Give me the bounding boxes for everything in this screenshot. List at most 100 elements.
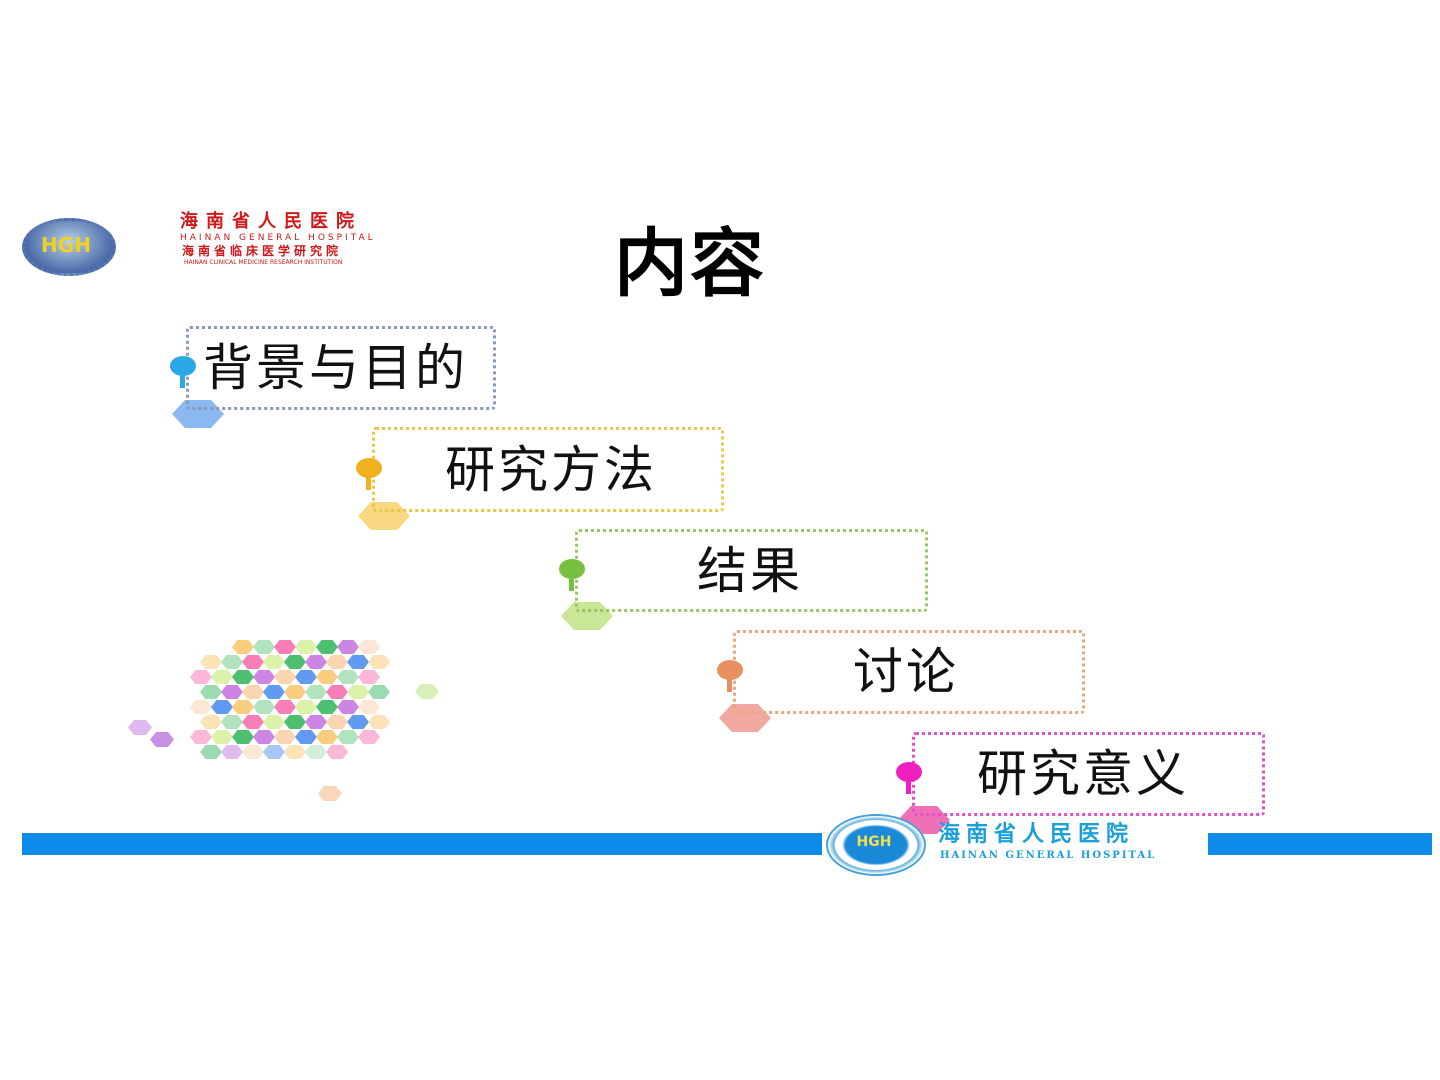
hexagon-decoration (190, 730, 212, 744)
slide-title: 内容 (614, 221, 766, 307)
contents-item-label: 研究意义 (977, 745, 1189, 803)
hexagon-decoration (284, 655, 306, 669)
hexagon-decoration (305, 655, 327, 669)
seal-text: HGH (856, 834, 892, 850)
hexagon-decoration (295, 670, 317, 684)
hexagon-decoration (242, 655, 264, 669)
footer-hospital-name-en: HAINAN GENERAL HOSPITAL (940, 850, 1157, 861)
hexagon-decoration (242, 685, 264, 699)
hexagon-decoration (242, 715, 264, 729)
hexagon-decoration (232, 730, 254, 744)
hexagon-decoration (326, 685, 348, 699)
hexagon-decoration (221, 745, 243, 759)
hexagon-decoration (347, 685, 369, 699)
hexagon-decoration (295, 730, 317, 744)
bullet-stem (366, 475, 371, 490)
hospital-name-cn: 海南省人民医院 (180, 211, 362, 232)
hexagon-decoration (200, 745, 222, 759)
hexagon-decoration (284, 685, 306, 699)
bullet-icon (717, 660, 743, 680)
hexagon-decoration (253, 700, 275, 714)
hexagon-decoration (263, 715, 285, 729)
hexagon-decoration (128, 720, 152, 735)
hexagon-decoration (211, 730, 233, 744)
hexagon-decoration (326, 715, 348, 729)
hexagon-decoration (368, 715, 390, 729)
hexagon-decoration (263, 655, 285, 669)
hexagon-decoration (232, 670, 254, 684)
hospital-name-en: HAINAN GENERAL HOSPITAL (180, 233, 376, 243)
hexagon-decoration (274, 640, 296, 654)
hexagon-decoration (316, 670, 338, 684)
hexagon-decoration (305, 715, 327, 729)
hexagon-decoration (358, 670, 380, 684)
hexagon-decoration (263, 685, 285, 699)
hospital-emblem (22, 218, 116, 276)
contents-item-label: 背景与目的 (203, 339, 468, 397)
hexagon-decoration (253, 640, 275, 654)
hexagon-decoration (561, 602, 613, 630)
hexagon-decoration (221, 655, 243, 669)
hexagon-decoration (211, 670, 233, 684)
hexagon-decoration (316, 700, 338, 714)
hexagon-decoration (253, 730, 275, 744)
footer-bar-left (22, 833, 822, 855)
hexagon-decoration (326, 745, 348, 759)
hexagon-decoration (253, 670, 275, 684)
hexagon-decoration (347, 655, 369, 669)
emblem-text: HGH (41, 233, 91, 257)
bullet-stem (906, 780, 911, 794)
hexagon-decoration (274, 700, 296, 714)
contents-item-label: 结果 (697, 541, 803, 600)
hospital-seal-logo (826, 814, 926, 876)
hexagon-decoration (316, 730, 338, 744)
hexagon-decoration (316, 640, 338, 654)
hexagon-decoration (221, 715, 243, 729)
hexagon-decoration (368, 655, 390, 669)
hexagon-decoration (347, 715, 369, 729)
contents-item-label: 讨论 (853, 643, 959, 701)
bullet-icon (356, 457, 382, 478)
contents-item-label: 研究方法 (445, 440, 657, 499)
hexagon-decoration (415, 684, 439, 699)
hexagon-decoration (358, 730, 380, 744)
hexagon-decoration (190, 700, 212, 714)
hexagon-decoration (295, 700, 317, 714)
hexagon-decoration (337, 670, 359, 684)
bullet-stem (569, 576, 574, 591)
bullet-stem (180, 374, 185, 388)
hexagon-decoration (274, 670, 296, 684)
bullet-icon (170, 356, 196, 376)
hexagon-decoration (719, 704, 771, 732)
institute-name-en: HAINAN CLINICAL MEDICINE RESEARCH INSTIT… (184, 259, 343, 266)
footer-hospital-name-cn: 海南省人民医院 (938, 821, 1135, 847)
hexagon-decoration (263, 745, 285, 759)
institute-name-cn: 海南省临床医学研究院 (182, 244, 343, 258)
hexagon-decoration (295, 640, 317, 654)
hexagon-decoration (232, 640, 254, 654)
bullet-icon (559, 558, 585, 579)
hexagon-decoration (358, 700, 380, 714)
hexagon-decoration (318, 786, 342, 801)
hexagon-decoration (242, 745, 264, 759)
hexagon-decoration (358, 640, 380, 654)
hexagon-decoration (337, 640, 359, 654)
hexagon-decoration (337, 730, 359, 744)
hexagon-decoration (326, 655, 348, 669)
hexagon-decoration (211, 700, 233, 714)
hexagon-decoration (274, 730, 296, 744)
hexagon-decoration (305, 685, 327, 699)
footer-bar-right (1208, 833, 1432, 855)
hexagon-decoration (284, 745, 306, 759)
hexagon-decoration (200, 715, 222, 729)
bullet-icon (896, 762, 922, 782)
hexagon-decoration (200, 685, 222, 699)
hexagon-decoration (190, 670, 212, 684)
hexagon-decoration (305, 745, 327, 759)
hexagon-decoration (200, 655, 222, 669)
bullet-stem (727, 678, 732, 692)
hexagon-decoration (337, 700, 359, 714)
hexagon-decoration (284, 715, 306, 729)
hexagon-decoration (232, 700, 254, 714)
hexagon-decoration (150, 732, 174, 747)
